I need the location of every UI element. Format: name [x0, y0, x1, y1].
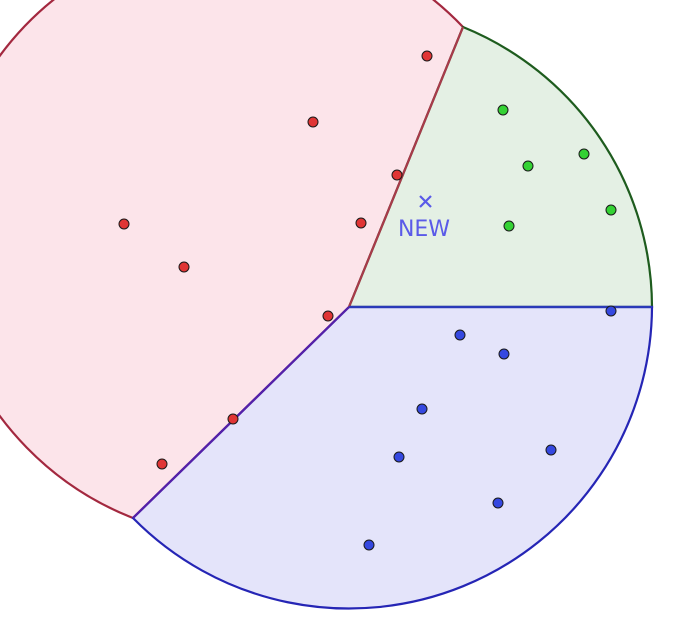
red-point — [322, 310, 334, 322]
blue-point — [363, 539, 375, 551]
green-point — [497, 104, 509, 116]
blue-point — [454, 329, 466, 341]
red-green-divider — [347, 26, 465, 308]
blue-point — [545, 444, 557, 456]
green-point — [522, 160, 534, 172]
blue-point — [605, 305, 617, 317]
data-points — [118, 50, 617, 551]
red-point — [227, 413, 239, 425]
green-region — [347, 25, 654, 309]
blue-point — [492, 497, 504, 509]
red-region — [0, 0, 465, 520]
green-point — [605, 204, 617, 216]
red-point — [118, 218, 130, 230]
red-point — [178, 261, 190, 273]
green-point — [578, 148, 590, 160]
new-point-label: NEW — [398, 217, 450, 242]
green-point — [503, 220, 515, 232]
blue-point — [393, 451, 405, 463]
red-point — [391, 169, 403, 181]
blue-point — [416, 403, 428, 415]
blue-point — [498, 348, 510, 360]
red-blue-divider — [132, 306, 350, 519]
new-point-cross-icon — [419, 195, 432, 208]
red-point — [355, 217, 367, 229]
blue-region — [131, 305, 654, 610]
red-point — [421, 50, 433, 62]
red-point — [307, 116, 319, 128]
red-point — [156, 458, 168, 470]
